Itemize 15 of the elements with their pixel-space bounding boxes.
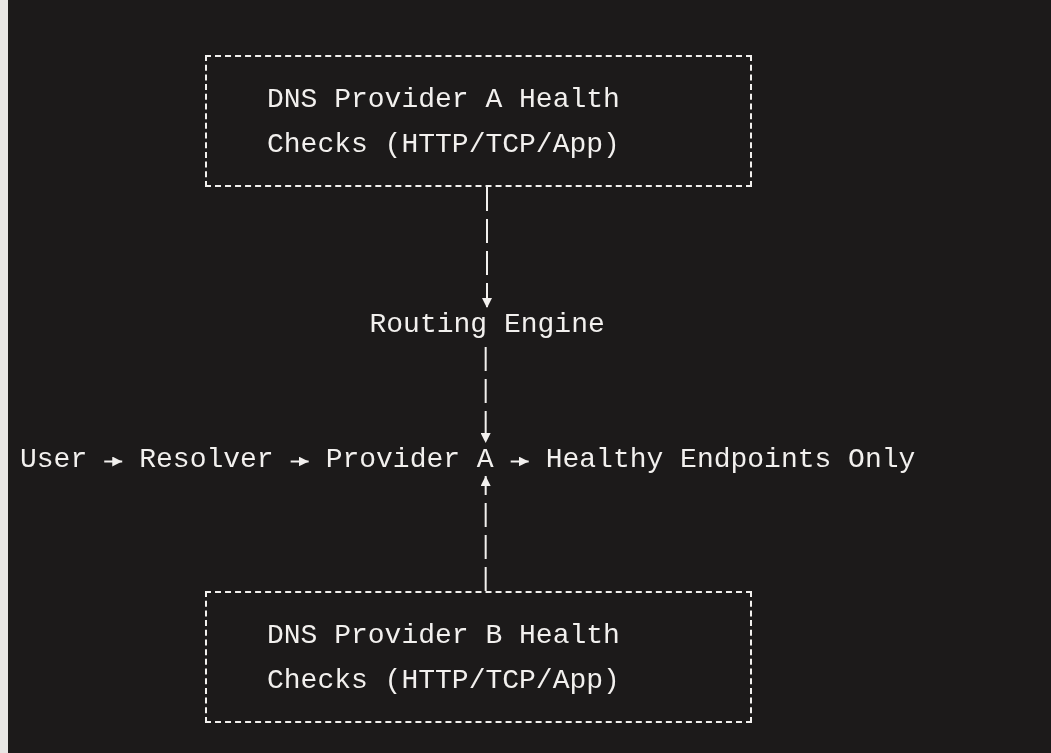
node-label: Resolver [139, 437, 274, 482]
health-check-box [205, 55, 752, 187]
box-text: DNS Provider A Health Checks (HTTP/TCP/App) [267, 83, 621, 162]
node-label: Routing Engine [369, 302, 605, 347]
arrow [509, 456, 530, 467]
arrow [480, 346, 491, 444]
box-text: DNS Provider B Health Checks (HTTP/TCP/App) [267, 619, 621, 698]
arrow [103, 456, 124, 467]
node-label: User [20, 437, 88, 482]
node-label: Healthy Endpoints Only [545, 437, 916, 482]
arrow [480, 475, 491, 592]
arrow [289, 456, 310, 467]
arrow [482, 186, 492, 309]
node-label: Provider A [325, 437, 494, 482]
health-check-box [205, 591, 752, 723]
